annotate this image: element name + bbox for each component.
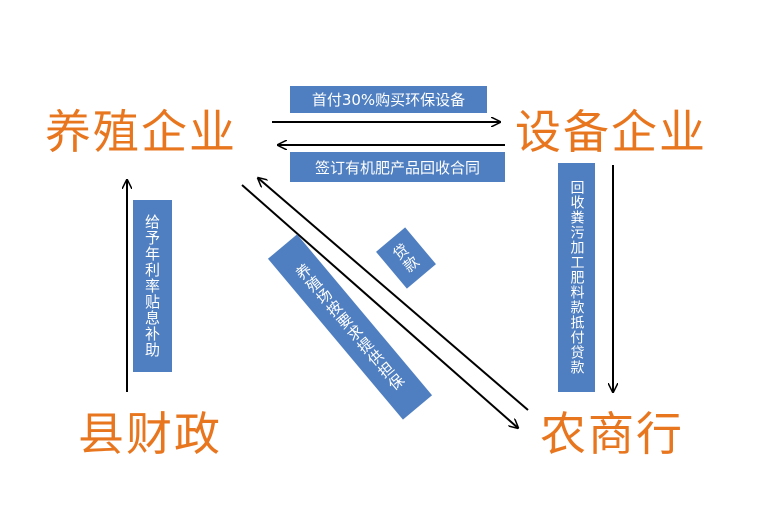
node-rural-bank: 农商行 — [540, 407, 684, 461]
arrow-bank-to-breeding — [258, 178, 529, 411]
label-down-payment: 首付30%购买环保设备 — [290, 86, 487, 113]
label-recycle-contract: 签订有机肥产品回收合同 — [290, 152, 505, 182]
label-manure-offset: 回收粪污加工肥料款抵付贷款 — [558, 163, 595, 392]
node-equipment-enterprise: 设备企业 — [515, 105, 707, 159]
node-county-finance: 县财政 — [78, 407, 222, 461]
node-breeding-enterprise: 养殖企业 — [45, 105, 237, 159]
label-interest-subsidy: 给予年利率贴息补助 — [133, 200, 172, 372]
arrow-breeding-to-bank — [241, 184, 518, 428]
